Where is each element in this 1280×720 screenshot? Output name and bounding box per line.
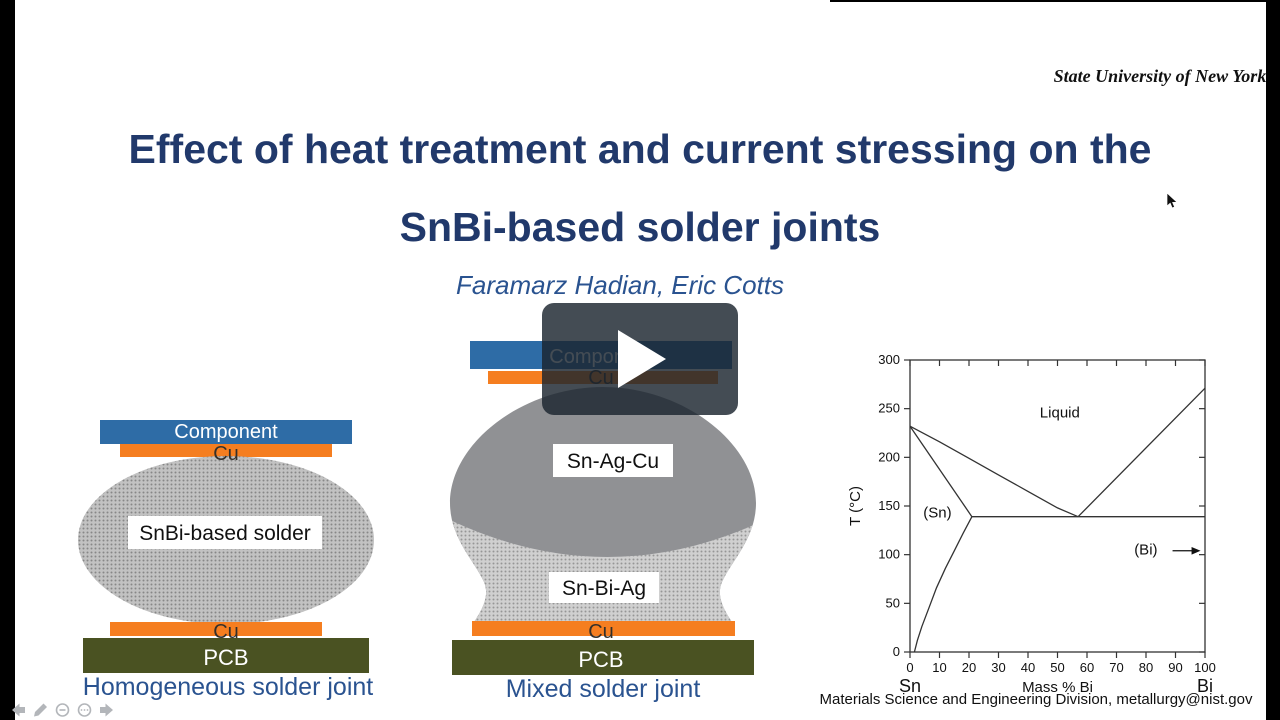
cu-bottom-label: Cu xyxy=(213,621,239,643)
y-axis-label: T (°C) xyxy=(847,486,864,526)
x-right-end-label: Bi xyxy=(1197,676,1213,696)
snbiag-label-box xyxy=(549,572,659,603)
copper-pad-top xyxy=(120,444,332,457)
copper-pad-bottom xyxy=(472,621,735,636)
y-tick-label: 100 xyxy=(878,547,900,562)
x-tick-label: 60 xyxy=(1080,660,1094,675)
y-tick-label: 150 xyxy=(878,498,900,513)
phase-diagram: 0 10 20 30 40 50 60 70 80 90 100 0 50 100 150 200 250 300… xyxy=(847,352,1216,696)
series-liquidus-right xyxy=(1077,387,1206,518)
previous-slide-button[interactable] xyxy=(10,702,27,718)
y-tick-label: 0 xyxy=(893,644,900,659)
region-label: Liquid xyxy=(1040,404,1080,421)
solder-label: SnBi-based solder xyxy=(139,522,311,545)
logo-tagline: State University of New York xyxy=(1053,66,1267,86)
x-tick-label: 20 xyxy=(962,660,976,675)
slide-title-line1: Effect of heat treatment and current str… xyxy=(128,126,1152,172)
x-tick-label: 80 xyxy=(1139,660,1153,675)
pen-tool-button[interactable] xyxy=(32,702,49,718)
component-label: Component xyxy=(174,421,278,443)
pcb-layer xyxy=(452,640,754,675)
x-tick-label: 40 xyxy=(1021,660,1035,675)
x-tick-label: 70 xyxy=(1109,660,1123,675)
pcb-label: PCB xyxy=(203,645,248,670)
university-logo: BINGHAMTON UNIVERSITY xyxy=(1062,8,1258,64)
y-tick-label: 200 xyxy=(878,449,900,464)
series-liquidus-left xyxy=(909,425,1079,518)
y-tick-label: 300 xyxy=(878,352,900,367)
region-label: (Sn) xyxy=(923,505,951,522)
x-tick-label: 10 xyxy=(932,660,946,675)
footer-credit: Materials Science and Engineering Divisi… xyxy=(819,691,1253,708)
region-label: (Bi) xyxy=(1134,542,1157,559)
logo-name: BINGHAMTON xyxy=(1062,13,1257,43)
cu-bottom-label: Cu xyxy=(588,621,614,643)
middle-diagram-caption: Mixed solder joint xyxy=(505,675,701,703)
sac-label: Sn-Ag-Cu xyxy=(567,450,659,473)
x-tick-label: 90 xyxy=(1168,660,1182,675)
x-tick-label: 30 xyxy=(991,660,1005,675)
sac-label-box xyxy=(553,444,673,477)
pcb-layer xyxy=(83,638,369,673)
copper-pad-bottom xyxy=(110,622,322,636)
bi-arrow-head xyxy=(1191,546,1201,555)
pcb-label: PCB xyxy=(578,647,623,672)
x-tick-label: 100 xyxy=(1194,660,1216,675)
series-sn-solvus xyxy=(913,516,973,653)
x-axis-label: Mass % Bi xyxy=(1022,679,1093,696)
logo-subname: UNIVERSITY xyxy=(1085,43,1243,58)
component-layer xyxy=(100,420,352,444)
cu-top-label: Cu xyxy=(213,443,239,465)
x-tick-label: 0 xyxy=(906,660,913,675)
comment-button[interactable] xyxy=(54,702,71,718)
homogeneous-joint-diagram: Component Cu SnBi-based solder Cu PCB xyxy=(78,420,374,673)
solder-label-box xyxy=(128,516,322,549)
more-options-button[interactable] xyxy=(76,702,93,718)
x-tick-label: 50 xyxy=(1050,660,1064,675)
y-tick-label: 50 xyxy=(886,595,900,610)
letterbox-top-edge xyxy=(830,0,1280,2)
series-solidus xyxy=(909,425,973,518)
y-tick-label: 250 xyxy=(878,401,900,416)
snbiag-label: Sn-Bi-Ag xyxy=(562,577,646,600)
x-left-end-label: Sn xyxy=(899,676,921,696)
mouse-cursor xyxy=(1166,193,1178,209)
play-button[interactable] xyxy=(542,303,738,415)
slide-title: Effect of heat treatment and current str… xyxy=(60,110,1220,266)
presenter-controls xyxy=(10,701,115,719)
next-slide-button[interactable] xyxy=(98,702,115,718)
play-icon xyxy=(618,330,666,388)
slide-title-line2: SnBi-based solder joints xyxy=(399,204,881,250)
solder-region-snbiag xyxy=(450,520,756,622)
left-diagram-caption: Homogeneous solder joint xyxy=(82,673,374,701)
slide-authors: Faramarz Hadian, Eric Cotts xyxy=(456,270,784,300)
